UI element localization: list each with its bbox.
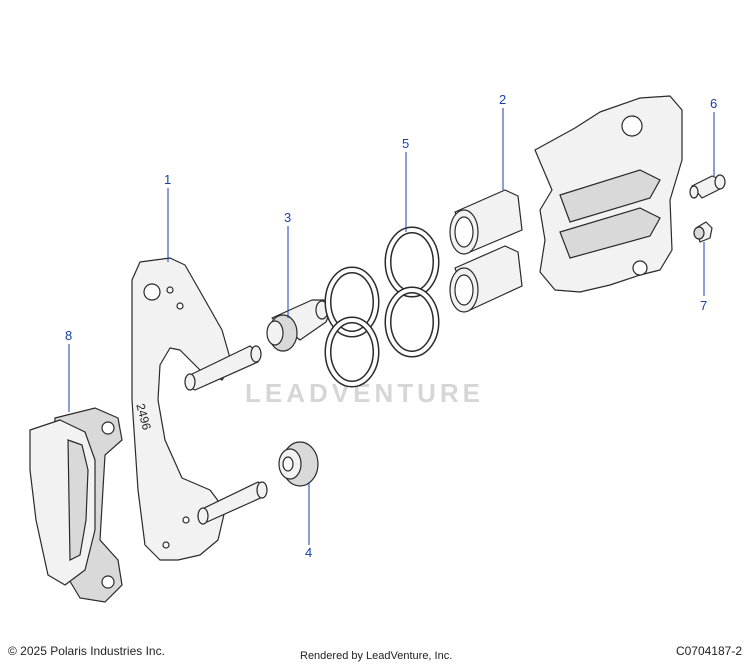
callout-3: 3	[284, 210, 291, 225]
drawing-code: C0704187-2	[675, 644, 742, 658]
callout-4: 4	[305, 545, 312, 560]
callout-7: 7	[700, 298, 707, 313]
bleeder-screw-part-6	[689, 174, 726, 199]
pistons-and-caliper-part-2	[449, 95, 683, 313]
callout-5: 5	[402, 136, 409, 151]
boot-part-4	[278, 441, 319, 487]
brake-pads-part-8	[29, 407, 123, 603]
bracket-part-1: 2496	[131, 257, 268, 561]
boot-part-3	[266, 299, 331, 352]
copyright-text: © 2025 Polaris Industries Inc.	[8, 644, 165, 658]
bracket-marking: 2496	[133, 402, 154, 432]
callout-2: 2	[499, 92, 506, 107]
callout-6: 6	[710, 96, 717, 111]
callout-8: 8	[65, 328, 72, 343]
callout-1: 1	[164, 172, 171, 187]
seals-part-5	[324, 226, 440, 388]
bleeder-cap-part-7	[693, 221, 713, 243]
rendered-by-text: Rendered by LeadVenture, Inc.	[300, 650, 453, 662]
